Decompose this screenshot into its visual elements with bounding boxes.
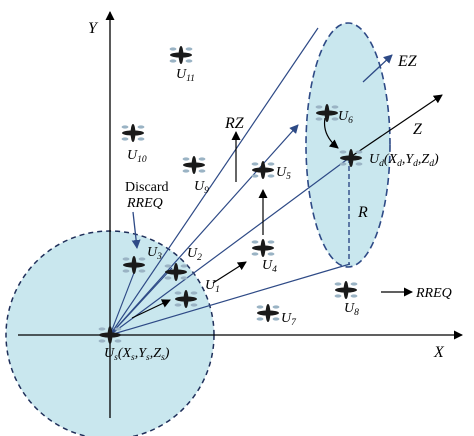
z-axis-label: Z — [413, 121, 423, 138]
arrow-u1-hop — [131, 299, 171, 319]
node-label-u4: U4 — [262, 258, 277, 275]
discard-rreq-label: RREQ — [126, 196, 163, 211]
uav-drone-icon — [169, 46, 193, 64]
node-label-u9: U9 — [194, 179, 209, 196]
uav-drone-icon — [251, 161, 275, 179]
uav-drone-icon — [98, 326, 122, 344]
x-axis-label: X — [433, 344, 445, 361]
uav-drone-icon — [334, 281, 358, 299]
uav-drone-icon — [121, 124, 145, 142]
node-label-u3: U3 — [147, 245, 162, 262]
node-label-u1: U1 — [205, 278, 220, 295]
arrow-to-u4 — [212, 261, 247, 284]
node-label-u11: U11 — [176, 67, 195, 84]
expected-zone-label: EZ — [397, 53, 418, 70]
radius-label: R — [357, 204, 368, 221]
uav-drone-icon — [339, 149, 363, 167]
expected-zone-ellipse — [305, 22, 391, 268]
y-axis-label: Y — [88, 20, 99, 37]
direct-path-line — [109, 124, 299, 336]
uav-drone-icon — [122, 256, 146, 274]
node-label-u5: U5 — [276, 165, 291, 182]
source-dest-line — [109, 157, 350, 336]
source-label: Us(Xs,Ys,Zs) — [104, 346, 170, 363]
node-label-u7: U7 — [281, 311, 297, 328]
node-label-u6: U6 — [338, 109, 353, 126]
destination-label: Ud(Xd,Yd,Zd) — [369, 152, 439, 169]
discard-label: Discard — [125, 180, 169, 195]
node-label-u8: U8 — [344, 301, 359, 318]
node-label-u10: U10 — [127, 148, 147, 165]
z-axis — [348, 94, 443, 159]
uav-drone-icon — [182, 156, 206, 174]
cone-upper-line — [109, 27, 319, 336]
uav-drone-icon — [164, 263, 188, 281]
uav-drone-icon — [256, 304, 280, 322]
uav-drone-icon — [174, 290, 198, 308]
node-label-u2: U2 — [187, 246, 202, 263]
rreq-label: RREQ — [415, 286, 452, 301]
uav-drone-icon — [315, 104, 339, 122]
discard-arrow — [131, 211, 141, 249]
cone-lower-line — [109, 263, 351, 336]
ray-u2 — [109, 267, 173, 336]
uav-drone-icon — [251, 239, 275, 257]
request-zone-label: RZ — [224, 115, 245, 132]
arrow-u6-to-ud — [323, 117, 339, 149]
ez-arrow — [362, 54, 393, 83]
ray-u3 — [109, 264, 138, 336]
